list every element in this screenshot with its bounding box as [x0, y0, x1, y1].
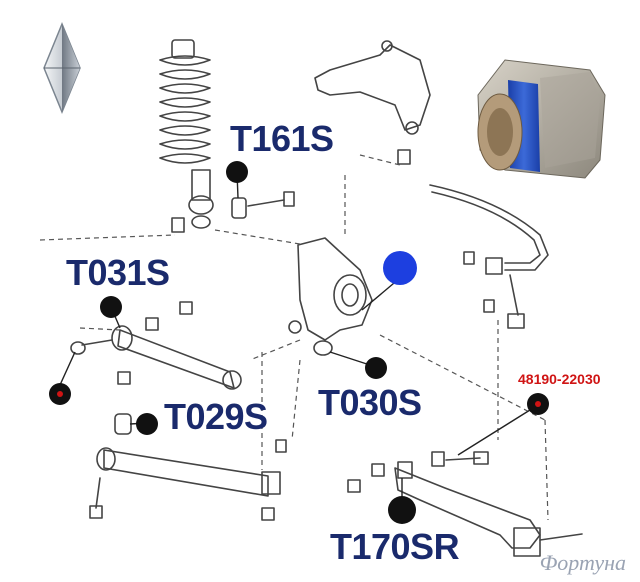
dashed-guides [39, 154, 549, 521]
marker-t030s [365, 357, 387, 379]
marker-red-left-dot [57, 391, 63, 397]
marker-t029s [136, 413, 158, 435]
logo-diamond-icon [43, 22, 81, 114]
marker-t170sr [388, 496, 416, 524]
watermark: Фортуна [539, 550, 626, 575]
label-t031s: T031S [66, 252, 170, 293]
label-t170sr: T170SR [330, 526, 460, 567]
label-t029s: T029S [164, 396, 268, 437]
label-t161s: T161S [230, 118, 334, 159]
line-art [70, 39, 583, 557]
bushing-photo-icon [477, 59, 606, 179]
marker-t031s [100, 296, 122, 318]
label-t030s: T030S [318, 382, 422, 423]
label-part-48190-22030: 48190-22030 [518, 371, 601, 387]
marker-48190-dot [535, 401, 541, 407]
marker-blue [383, 251, 417, 285]
marker-t161s [226, 161, 248, 183]
